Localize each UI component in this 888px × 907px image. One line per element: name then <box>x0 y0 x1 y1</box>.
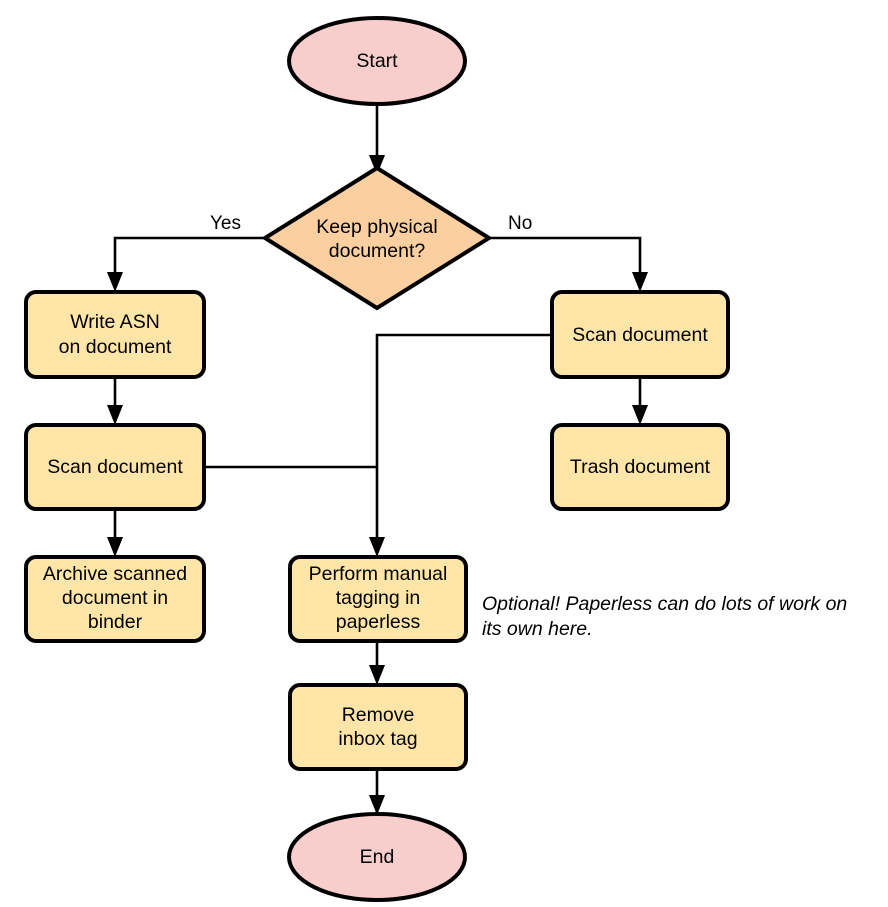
node-start[interactable]: Start <box>287 16 467 106</box>
node-end-label: End <box>360 846 395 868</box>
node-scan-document-left-label: Scan document <box>47 456 183 478</box>
connector-scan-right-to-trash <box>632 377 648 425</box>
node-decision-label-line1: Keep physical <box>316 216 437 238</box>
edge-label-no: No <box>508 213 532 234</box>
node-tagging-label-line2: tagging in <box>336 587 421 609</box>
edge-label-yes: Yes <box>210 213 241 234</box>
node-tagging-label-line3: paperless <box>336 611 421 633</box>
node-write-asn-label-line1: Write ASN <box>70 311 160 333</box>
node-remove-inbox-label-line2: inbox tag <box>338 728 417 750</box>
node-decision-label-line2: document? <box>329 240 426 262</box>
connector-remove-inbox-to-end <box>369 769 385 815</box>
node-perform-manual-tagging[interactable]: Perform manual tagging in paperless <box>288 555 468 643</box>
connector-scan-left-to-archive <box>107 509 123 557</box>
node-archive-label-line3: binder <box>88 611 143 633</box>
connector-decision-to-scan-right <box>489 236 648 292</box>
node-decision-keep-physical-document[interactable]: Keep physical document? <box>261 165 493 311</box>
annotation-note-line1: Optional! Paperless can do lots of work … <box>482 593 847 615</box>
connector-decision-to-write-asn <box>107 236 265 292</box>
node-archive-label-line1: Archive scanned <box>43 563 187 585</box>
node-trash-document[interactable]: Trash document <box>550 423 730 511</box>
annotation-note-line2: its own here. <box>482 618 593 640</box>
node-scan-document-right-label: Scan document <box>572 324 708 346</box>
node-scan-document-right[interactable]: Scan document <box>550 290 730 379</box>
node-remove-inbox-tag[interactable]: Remove inbox tag <box>288 683 468 771</box>
node-remove-inbox-label-line1: Remove <box>342 704 415 726</box>
connector-scan-right-to-tagging <box>369 333 551 557</box>
connector-start-to-decision <box>369 104 385 175</box>
node-end[interactable]: End <box>287 812 467 902</box>
node-scan-document-left[interactable]: Scan document <box>24 423 206 511</box>
connector-tagging-to-remove-inbox <box>369 641 385 685</box>
node-archive-scanned-document[interactable]: Archive scanned document in binder <box>24 555 206 643</box>
node-archive-label-line2: document in <box>62 587 168 609</box>
node-write-asn-label-line2: on document <box>59 336 172 358</box>
node-trash-document-label: Trash document <box>570 456 711 478</box>
node-tagging-label-line1: Perform manual <box>309 563 448 585</box>
connector-write-asn-to-scan-left <box>107 377 123 425</box>
node-write-asn-on-document[interactable]: Write ASN on document <box>24 290 206 379</box>
node-start-label: Start <box>356 50 398 72</box>
annotation-note: Optional! Paperless can do lots of work … <box>482 593 847 640</box>
